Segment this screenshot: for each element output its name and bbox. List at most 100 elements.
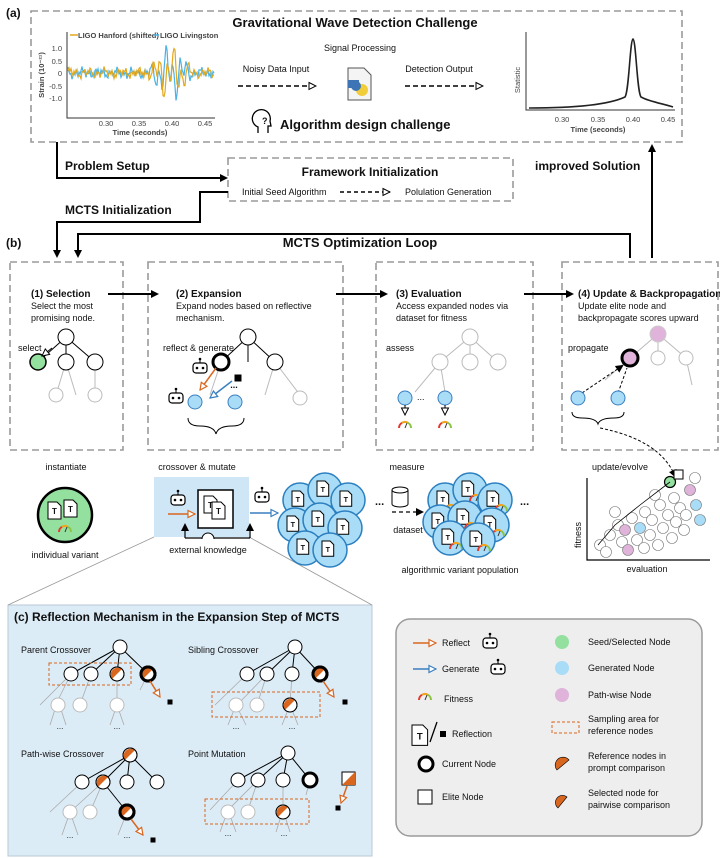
evolution-path bbox=[597, 481, 671, 546]
robot-antenna bbox=[198, 357, 202, 361]
scatter-point bbox=[638, 542, 650, 554]
node-outline bbox=[95, 774, 111, 790]
scatter-point bbox=[604, 529, 616, 541]
document-icon bbox=[311, 510, 325, 527]
robot-icon bbox=[490, 663, 506, 675]
xtick: 0.35 bbox=[591, 115, 606, 124]
faded-node bbox=[109, 697, 125, 713]
step-evaluation-box bbox=[375, 261, 534, 451]
tree-node bbox=[650, 350, 666, 366]
selected-seed-node bbox=[29, 353, 47, 371]
scatter-point bbox=[690, 499, 702, 511]
fitness-gauge-icon bbox=[497, 504, 505, 507]
document-icon bbox=[47, 501, 62, 520]
scatter-point bbox=[626, 512, 638, 524]
scatter-point bbox=[609, 506, 621, 518]
document-t-glyph: T bbox=[466, 485, 471, 494]
external-knowledge-label: external knowledge bbox=[169, 545, 247, 555]
document-t-glyph: T bbox=[491, 495, 496, 504]
tree-edge bbox=[429, 721, 438, 743]
scatter-point bbox=[689, 472, 701, 484]
document-icon bbox=[316, 480, 330, 497]
fitness-gauge-icon bbox=[407, 421, 412, 429]
pathwise-node bbox=[649, 325, 667, 343]
scatter-point bbox=[684, 484, 696, 496]
action-label: propagate bbox=[568, 343, 609, 353]
tree-node bbox=[292, 390, 308, 406]
tree-node bbox=[48, 387, 64, 403]
step-title: (2) Expansion bbox=[176, 289, 242, 300]
scatter-point bbox=[644, 529, 656, 541]
document-t-glyph: T bbox=[446, 533, 451, 542]
below-label: instantiate bbox=[45, 462, 86, 472]
robot-eye bbox=[173, 498, 177, 502]
faded-node bbox=[50, 697, 66, 713]
orange-half bbox=[120, 805, 132, 817]
individual-variant-label: individual variant bbox=[31, 550, 99, 560]
panel-b-label: (b) bbox=[6, 236, 21, 250]
op-label: Parent Crossover bbox=[21, 645, 91, 655]
document-icon bbox=[336, 518, 350, 535]
orange-half bbox=[110, 667, 122, 679]
sampling-area bbox=[48, 662, 132, 686]
legend-sampling: reference nodes bbox=[588, 726, 654, 736]
step-update-box bbox=[561, 261, 719, 451]
fitness-gauge-icon bbox=[398, 421, 403, 429]
legend-elite-node bbox=[417, 789, 433, 805]
fitness-gauge-icon bbox=[58, 525, 63, 533]
op-label: Sibling Crossover bbox=[188, 645, 259, 655]
tree-node bbox=[259, 666, 275, 682]
generated-node bbox=[437, 390, 453, 406]
document-t-glyph: T bbox=[208, 501, 213, 510]
scatter-point bbox=[646, 514, 658, 526]
reflection-square-icon bbox=[440, 731, 446, 737]
tree-edge bbox=[237, 752, 289, 781]
ellipsis: ... bbox=[67, 831, 74, 840]
hanford-wave bbox=[67, 47, 215, 98]
document-icon bbox=[291, 490, 305, 507]
current-node bbox=[301, 771, 319, 789]
update-arrow bbox=[599, 427, 677, 478]
robot-eye bbox=[195, 366, 199, 370]
elite-square-icon bbox=[673, 469, 684, 480]
xtick: 0.35 bbox=[132, 119, 147, 128]
tree-node bbox=[431, 353, 449, 371]
fitness-gauge-icon bbox=[401, 421, 409, 424]
orange-half bbox=[96, 775, 108, 787]
tree-edge bbox=[130, 818, 143, 835]
generated-node bbox=[187, 394, 203, 410]
fitness-gauge-icon bbox=[500, 529, 505, 537]
tree-edge bbox=[444, 422, 448, 429]
panel-c-title: (c) Reflection Mechanism in the Expansio… bbox=[14, 610, 339, 624]
document-t-glyph: T bbox=[441, 495, 446, 504]
faded-node bbox=[228, 697, 244, 713]
document-t-glyph: T bbox=[461, 513, 466, 522]
xtick: 0.40 bbox=[626, 115, 641, 124]
generated-node bbox=[397, 390, 413, 406]
document-t-glyph: T bbox=[341, 523, 346, 532]
node-outline bbox=[139, 665, 157, 683]
tree-node bbox=[461, 353, 479, 371]
scatter-point bbox=[678, 524, 690, 536]
node-outline bbox=[118, 803, 136, 821]
tree-edge bbox=[424, 694, 428, 701]
document-t-glyph: T bbox=[344, 495, 349, 504]
framework-title: Framework Initialization bbox=[302, 165, 439, 179]
tree-node bbox=[149, 774, 165, 790]
legend-box bbox=[395, 618, 703, 837]
svg-text:?: ? bbox=[262, 116, 268, 126]
current-pathwise-node bbox=[620, 348, 640, 368]
document-t-glyph: T bbox=[68, 505, 73, 514]
action-label: reflect & generate bbox=[163, 343, 234, 353]
statistic-chart: Statistic 0.30 0.35 0.40 0.45 Time (seco… bbox=[513, 32, 675, 134]
tree-node bbox=[239, 666, 255, 682]
challenge-subtitle: Algorithm design challenge bbox=[280, 117, 450, 132]
fitness-gauge-icon bbox=[418, 693, 423, 701]
ellipsis: ... bbox=[57, 722, 64, 731]
document-t-glyph: T bbox=[291, 520, 296, 529]
robot-eye bbox=[493, 667, 497, 671]
tree-edge bbox=[42, 347, 53, 356]
population-label: algorithmic variant population bbox=[401, 565, 518, 575]
fitness-gauge-icon bbox=[477, 544, 482, 552]
fitness-gauge-icon bbox=[427, 693, 432, 701]
